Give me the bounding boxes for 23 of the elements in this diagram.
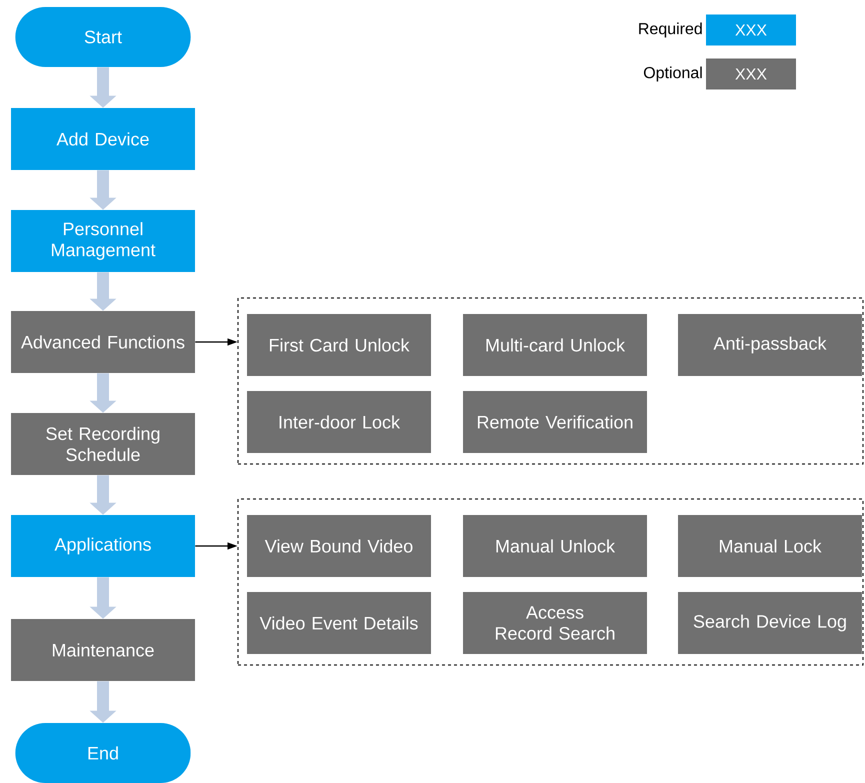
legend-label: Required bbox=[639, 22, 702, 38]
process-box: Maintenance bbox=[11, 619, 195, 681]
process-box: Inter-door Lock bbox=[247, 391, 431, 453]
terminal-pill: End bbox=[15, 723, 191, 783]
process-box: Anti-passback bbox=[678, 314, 862, 376]
process-box: Manual Unlock bbox=[463, 515, 647, 577]
legend-label: Optional bbox=[644, 66, 702, 82]
process-box: Search Device Log bbox=[678, 592, 862, 654]
process-box: Access Record Search bbox=[463, 592, 647, 654]
terminal-pill: Start bbox=[15, 7, 191, 67]
process-box: First Card Unlock bbox=[247, 314, 431, 376]
process-box: Manual Lock bbox=[678, 515, 862, 577]
process-box: Advanced Functions bbox=[11, 311, 195, 373]
process-box: Applications bbox=[11, 515, 195, 577]
process-box: Multi-card Unlock bbox=[463, 314, 647, 376]
dashed-group-frame bbox=[238, 498, 864, 666]
process-box: View Bound Video bbox=[247, 515, 431, 577]
process-box: Add Device bbox=[11, 108, 195, 170]
process-box: Personnel Management bbox=[11, 210, 195, 272]
process-box: Set Recording Schedule bbox=[11, 413, 195, 475]
process-box: Video Event Details bbox=[247, 592, 431, 654]
dashed-group-frame bbox=[238, 298, 864, 464]
process-box: Remote Verification bbox=[463, 391, 647, 453]
